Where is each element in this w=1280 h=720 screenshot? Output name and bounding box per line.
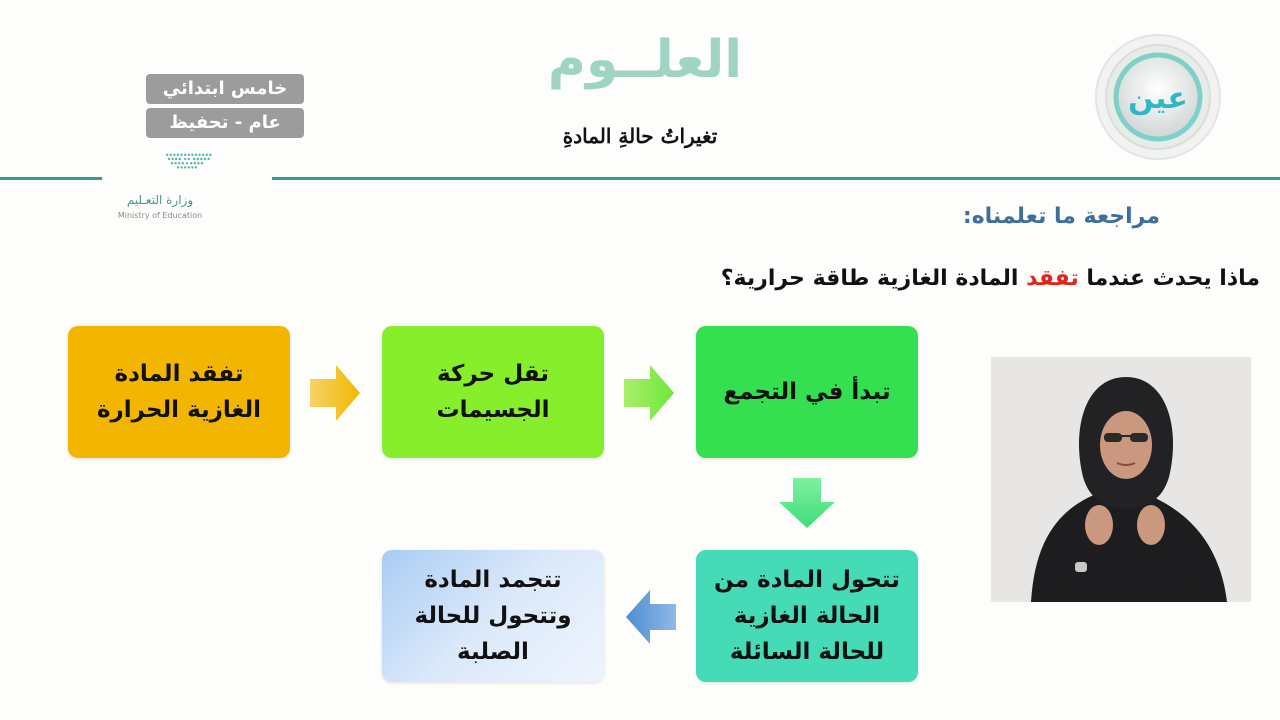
flow-step-4: تتحول المادة من الحالة الغازية للحالة ال… [696, 550, 918, 682]
arrow-down-icon [779, 478, 835, 528]
track-badge: عام - تحفيظ [146, 108, 304, 138]
flow-step-3: تبدأ في التجمع [696, 326, 918, 458]
ministry-logo-icon [166, 153, 212, 169]
ain-channel-logo-icon: عين [1095, 34, 1221, 160]
flow-step-2-text: تقل حركة الجسيمات [436, 361, 550, 423]
flow-step-4-text: تتحول المادة من الحالة الغازية للحالة ال… [714, 567, 900, 665]
interpreter-figure-icon [991, 357, 1251, 602]
question-text: ماذا يحدث عندما تفقد المادة الغازية طاقة… [560, 266, 1260, 291]
flow-step-3-text: تبدأ في التجمع [723, 379, 891, 405]
lesson-title: تغيراتُ حالةِ المادةِ [562, 124, 718, 148]
question-highlight: تفقد [1026, 266, 1079, 291]
question-part-1: ماذا يحدث عندما [1078, 266, 1260, 291]
flow-step-5-text: تتجمد المادة وتتحول للحالة الصلبة [414, 567, 572, 665]
svg-text:عين: عين [1128, 81, 1188, 116]
divider-gap [102, 172, 272, 186]
subject-title: العلــوم [547, 30, 743, 90]
flow-step-1: تفقد المادة الغازية الحرارة [68, 326, 290, 458]
interpreter-video [991, 357, 1251, 602]
question-part-2: المادة الغازية طاقة حرارية؟ [720, 266, 1027, 291]
ministry-name-en: Ministry of Education [117, 211, 203, 220]
arrow-right-icon [310, 365, 360, 421]
header-divider [0, 177, 1280, 180]
ministry-name-ar: وزارة التعـليم [126, 193, 194, 207]
flow-step-5: تتجمد المادة وتتحول للحالة الصلبة [382, 550, 604, 682]
grade-badge: خامس ابتدائي [146, 74, 304, 104]
review-heading: مراجعة ما تعلمناه: [962, 204, 1160, 229]
arrow-right-icon [624, 365, 674, 421]
flow-step-1-text: تفقد المادة الغازية الحرارة [96, 361, 262, 423]
arrow-left-icon [626, 590, 676, 644]
flow-step-2: تقل حركة الجسيمات [382, 326, 604, 458]
